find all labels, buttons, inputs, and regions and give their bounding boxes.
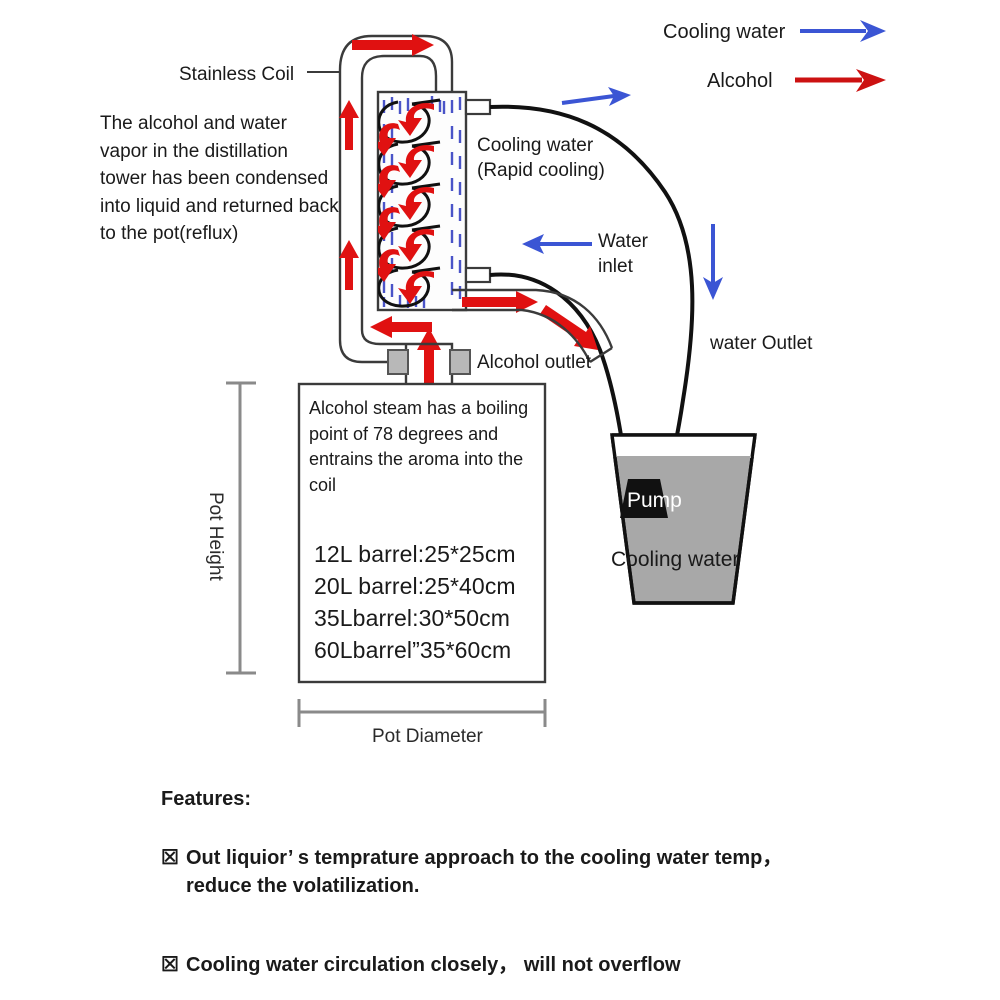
label-bucket-cooling-water: Cooling water [611,548,740,571]
barrel-size-35l: 35Lbarrel:30*50cm [314,605,511,631]
alcohol-outlet-spout [452,288,614,364]
feature-bullet-2-glyph: ☒ [161,954,179,976]
pot-lid-clamps [387,349,471,375]
barrel-size-60l: 60Lbarrel”35*60cm [314,637,512,663]
features-heading: Features: [161,788,252,810]
legend-label-cooling-water: Cooling water [663,21,786,43]
note-reflux: The alcohol and water vapor in the disti… [100,113,339,245]
label-stainless-coil: Stainless Coil [179,64,295,85]
cooling-water-bucket [610,433,757,605]
pot-body [297,342,547,684]
label-water-outlet: water Outlet [710,333,813,354]
blue-flow-arrows [522,87,723,300]
condenser-hose-ports [464,98,492,284]
arrow-water-inlet [522,234,592,254]
label-pump: Pump [627,489,682,512]
legend-arrow-cooling-water [800,20,886,42]
label-cooling-water-rapid: Cooling water (Rapid cooling) [477,135,605,182]
arrow-top-right-flow [561,87,631,106]
feature-bullet-1-glyph: ☒ [161,847,179,869]
arrow-water-outlet-down [703,224,723,300]
reflux-tube [338,34,454,364]
label-water-inlet: Water inlet [598,231,648,278]
legend-label-alcohol: Alcohol [707,70,773,92]
dimension-pot-diameter [297,699,547,727]
alcohol-flow-swirls [378,102,434,304]
barrel-size-12l: 12L barrel:25*25cm [314,541,516,567]
label-alcohol-outlet: Alcohol outlet [477,352,592,373]
note-pot-boiling: Alcohol steam has a boiling point of 78 … [309,398,529,495]
red-flow-arrows [339,34,598,410]
label-pot-diameter: Pot Diameter [372,726,483,747]
stainless-coil [378,98,441,308]
barrel-size-20l: 20L barrel:25*40cm [314,573,516,599]
feature-item-2: Cooling water circulation closely， will … [186,954,681,976]
condenser-body [376,90,468,312]
label-pot-height: Pot Height [205,492,226,581]
dimension-pot-height [226,381,256,675]
feature-item-1: Out liquior’ s temprature approach to th… [186,847,783,897]
legend-arrow-alcohol [795,69,886,92]
pump-unit [620,479,668,518]
